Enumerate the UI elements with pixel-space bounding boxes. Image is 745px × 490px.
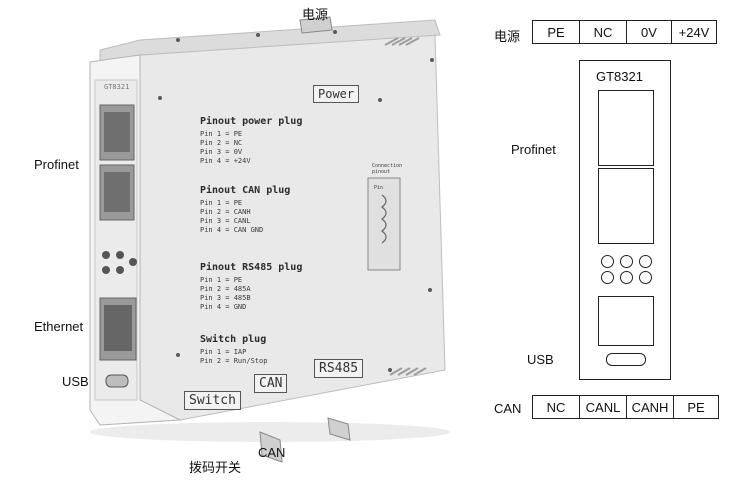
schematic-profinet-label: Profinet [511,142,556,157]
can-pin: NC [533,396,580,418]
device-model-text: GT8321 [104,83,130,91]
pinout-rs485-title: Pinout RS485 plug [200,262,303,273]
led-indicator [620,255,633,268]
ethernet-port [598,296,654,346]
pinout-rs485-lines: Pin 1 = PE Pin 2 = 485A Pin 3 = 485B Pin… [200,276,251,311]
device-body-graphic [89,16,450,463]
rs485-box-label: RS485 [314,359,364,378]
pinout-can-title: Pinout CAN plug [200,185,291,196]
power-pin-table: PE NC 0V +24V [532,20,717,44]
module-model: GT8321 [596,69,643,84]
led-indicator [620,271,633,284]
led-indicator [639,271,652,284]
ethernet-callout: Ethernet [34,319,84,334]
switch-plug-title: Switch plug [200,334,267,345]
switch-plug-lines: Pin 1 = IAP Pin 2 = Run/Stop [200,348,268,365]
led-indicator [601,271,614,284]
schematic-usb-label: USB [527,352,554,367]
can-pin: PE [687,399,705,415]
power-pin: 0V [627,21,672,43]
can-pin-table: NC CANL CANH PE [532,395,719,419]
dip-switch-callout: 拨码开关 [189,460,242,475]
can-callout: CAN [258,445,286,460]
can-pin: CANL [580,396,627,418]
power-pin: PE [533,21,580,43]
usb-port [606,353,646,366]
switch-box-label: Switch [184,391,241,410]
schematic-power-label: 电源 [494,29,521,44]
connection-pinout-label: Connection pinout [372,163,403,175]
pinout-power-title: Pinout power plug [200,116,303,127]
led-indicator [639,255,652,268]
pinout-power-lines: Pin 1 = PE Pin 2 = NC Pin 3 = 0V Pin 4 =… [200,130,251,165]
pin-word-label: Pin [374,185,384,191]
usb-callout: USB [62,374,89,389]
power-pin: +24V [678,24,710,40]
schematic-can-label: CAN [494,401,522,416]
power-pin: NC [580,21,627,43]
can-box-label: CAN [254,374,288,393]
power-callout: 电源 [302,7,329,22]
profinet-callout: Profinet [34,157,79,172]
power-box-label: Power [313,85,360,103]
profinet-port-1 [598,90,654,166]
pinout-can-lines: Pin 1 = PE Pin 2 = CANH Pin 3 = CANL Pin… [200,199,264,234]
profinet-port-2 [598,168,654,244]
led-indicator [601,255,614,268]
can-pin: CANH [627,396,674,418]
